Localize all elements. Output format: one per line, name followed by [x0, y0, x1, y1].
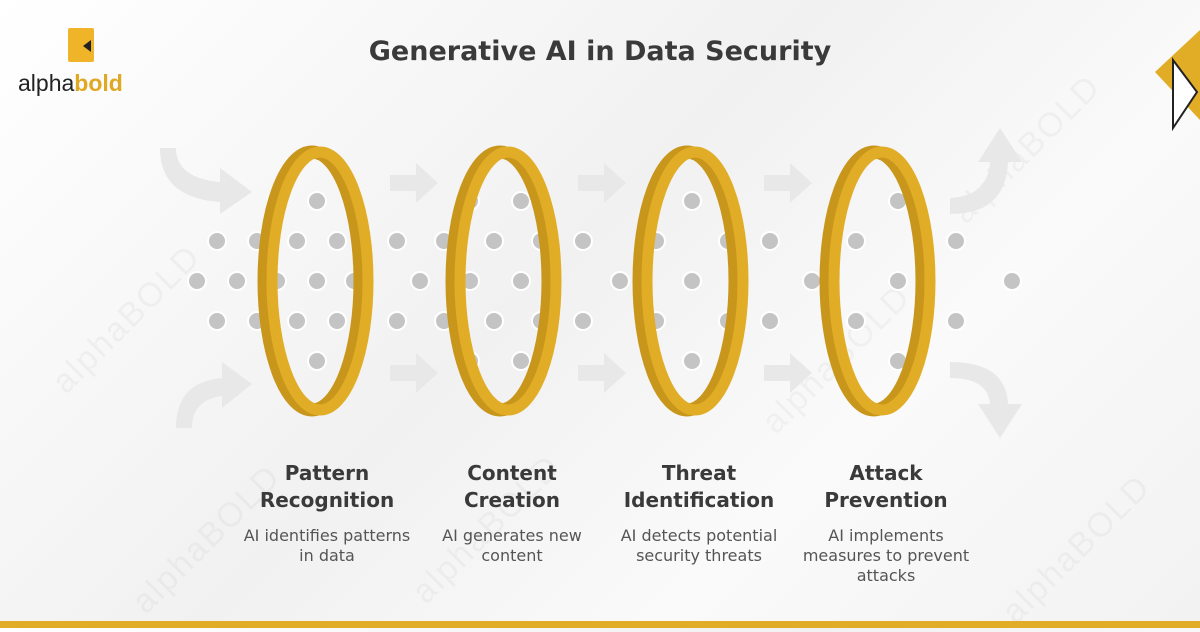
ring-filter-icon — [819, 145, 936, 417]
data-point-dot — [946, 311, 966, 331]
logo-text: alphabold — [18, 70, 123, 97]
data-point-dot — [287, 311, 307, 331]
data-point-dot — [573, 311, 593, 331]
data-point-dot — [610, 271, 630, 291]
data-point-dot — [287, 231, 307, 251]
page-title: Generative AI in Data Security — [368, 36, 832, 67]
data-point-dot — [682, 191, 702, 211]
step-title-line: Creation — [464, 488, 560, 512]
step-desc-line: attacks — [856, 566, 916, 585]
data-point-dot — [187, 271, 207, 291]
step-title-line: Recognition — [259, 488, 395, 512]
data-point-dot — [760, 231, 780, 251]
ring-filter-icon — [257, 145, 374, 417]
ring-front — [828, 146, 936, 416]
data-point-dot — [307, 271, 327, 291]
data-point-dot — [888, 271, 908, 291]
arrow-right-icon — [390, 353, 438, 393]
data-point-dot — [846, 231, 866, 251]
data-point-dot — [207, 311, 227, 331]
step-desc-line: in data — [299, 546, 355, 565]
data-point-dot — [484, 311, 504, 331]
step-desc-line: AI identifies patterns — [243, 526, 411, 545]
ring-front — [454, 146, 562, 416]
logo-text-bold: bold — [74, 70, 123, 96]
data-point-dot — [227, 271, 247, 291]
logo-mark-icon — [68, 28, 94, 62]
data-point-dot — [387, 231, 407, 251]
data-point-dot — [307, 351, 327, 371]
step-title-line: Pattern — [284, 461, 370, 485]
data-point-dot — [327, 231, 347, 251]
step-title-line: Threat — [661, 461, 737, 485]
data-point-dot — [410, 271, 430, 291]
alphabold-logo: alphabold — [18, 28, 148, 98]
curved-arrow-icon — [176, 362, 252, 428]
step-desc-line: security threats — [636, 546, 762, 565]
step-title-line: Content — [467, 461, 557, 485]
data-point-dot — [760, 311, 780, 331]
step-desc-line: AI generates new — [442, 526, 582, 545]
step-desc-line: AI detects potential — [620, 526, 778, 545]
data-point-dot — [207, 231, 227, 251]
step-desc-line: AI implements — [828, 526, 944, 545]
corner-play-icon — [1155, 30, 1200, 132]
data-point-dot — [682, 351, 702, 371]
ring-filter-icon — [632, 145, 749, 417]
step-desc-line: content — [481, 546, 543, 565]
arrow-right-icon — [578, 163, 626, 203]
data-point-dot — [511, 271, 531, 291]
arrow-right-icon — [764, 163, 812, 203]
curved-arrow-icon — [950, 128, 1022, 214]
data-point-dot — [484, 231, 504, 251]
step-title-line: Attack — [849, 461, 923, 485]
logo-text-alpha: alpha — [18, 70, 75, 96]
step-title-line: Identification — [623, 488, 775, 512]
ring-filter-icon — [445, 145, 562, 417]
data-point-dot — [846, 311, 866, 331]
data-point-dot — [327, 311, 347, 331]
data-point-dot — [307, 191, 327, 211]
curved-arrow-icon — [950, 362, 1022, 438]
ring-front — [266, 146, 374, 416]
data-point-dot — [682, 271, 702, 291]
data-point-dot — [946, 231, 966, 251]
arrow-right-icon — [578, 353, 626, 393]
bottom-accent-bar — [0, 621, 1200, 628]
curved-arrow-icon — [160, 148, 252, 214]
data-point-dot — [573, 231, 593, 251]
step-desc-line: measures to prevent — [802, 546, 970, 565]
ring-front — [641, 146, 749, 416]
data-point-dot — [511, 351, 531, 371]
data-point-dot — [802, 271, 822, 291]
arrow-right-icon — [390, 163, 438, 203]
data-point-dot — [511, 191, 531, 211]
data-point-dot — [387, 311, 407, 331]
data-point-dot — [1002, 271, 1022, 291]
step-title-line: Prevention — [824, 488, 948, 512]
arrow-right-icon — [764, 353, 812, 393]
